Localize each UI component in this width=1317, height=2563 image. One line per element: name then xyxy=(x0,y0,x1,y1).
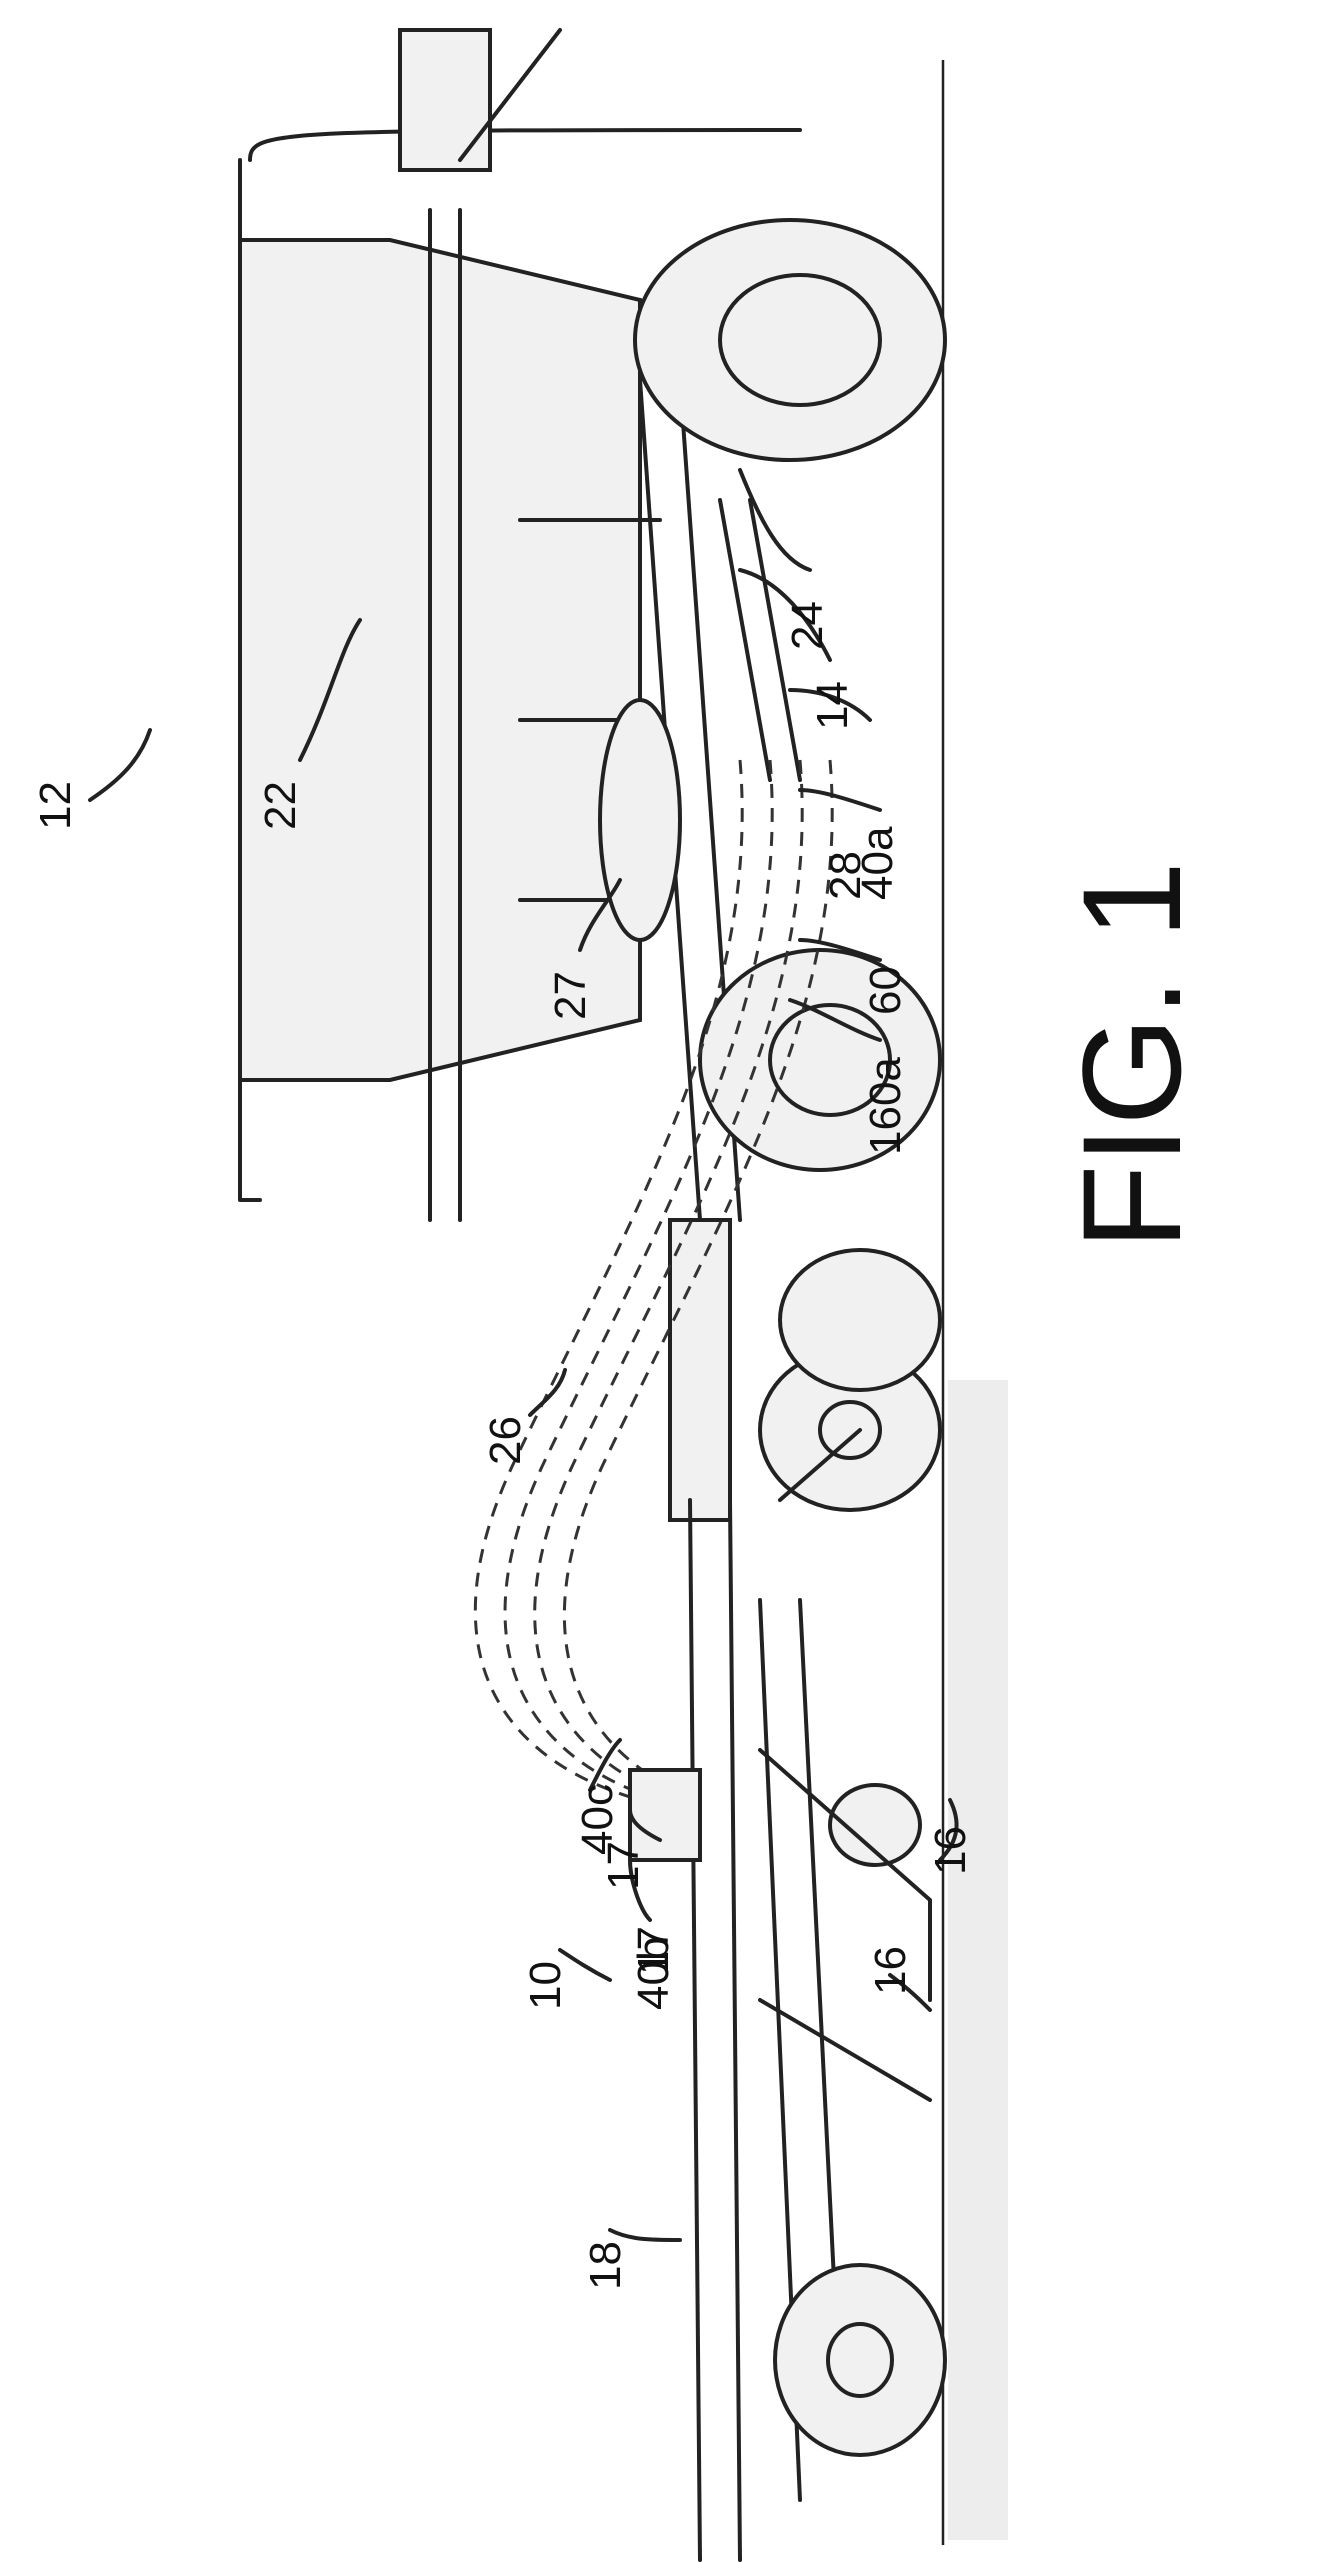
implement-frame-rail xyxy=(690,1500,700,2560)
rear-cart-wheel xyxy=(635,220,945,460)
ref-16-left: 16 xyxy=(866,1946,915,1995)
implement-wheels xyxy=(760,1250,945,2455)
ref-16-right: 16 xyxy=(926,1826,975,1875)
ref-22: 22 xyxy=(256,781,305,830)
front-caster-wheel xyxy=(775,2265,945,2455)
ref-18: 18 xyxy=(581,2241,630,2290)
hopper-tank xyxy=(240,240,640,1080)
ref-60: 60 xyxy=(861,966,910,1015)
ref-17-upper: 17 xyxy=(599,1841,648,1890)
ref-14: 14 xyxy=(808,681,857,730)
ref-24: 24 xyxy=(783,601,832,650)
fan-housing xyxy=(600,700,680,940)
ref-27: 27 xyxy=(546,971,595,1020)
ref-10: 10 xyxy=(521,1961,570,2010)
ref-40b: 40b xyxy=(629,1937,678,2010)
cart-wheels xyxy=(635,220,945,1170)
figure-caption: FIG. 1 xyxy=(1053,861,1210,1250)
ref-12: 12 xyxy=(31,781,80,830)
ref-160a: 160a xyxy=(861,1057,910,1155)
meter-conduit xyxy=(720,500,770,780)
rear-bracket xyxy=(400,30,490,170)
opener-shank-2 xyxy=(760,2000,930,2100)
ground xyxy=(943,60,1008,2545)
soil-shading xyxy=(948,1380,1008,2540)
ref-40a: 40a xyxy=(853,826,902,900)
ref-26: 26 xyxy=(481,1416,530,1465)
